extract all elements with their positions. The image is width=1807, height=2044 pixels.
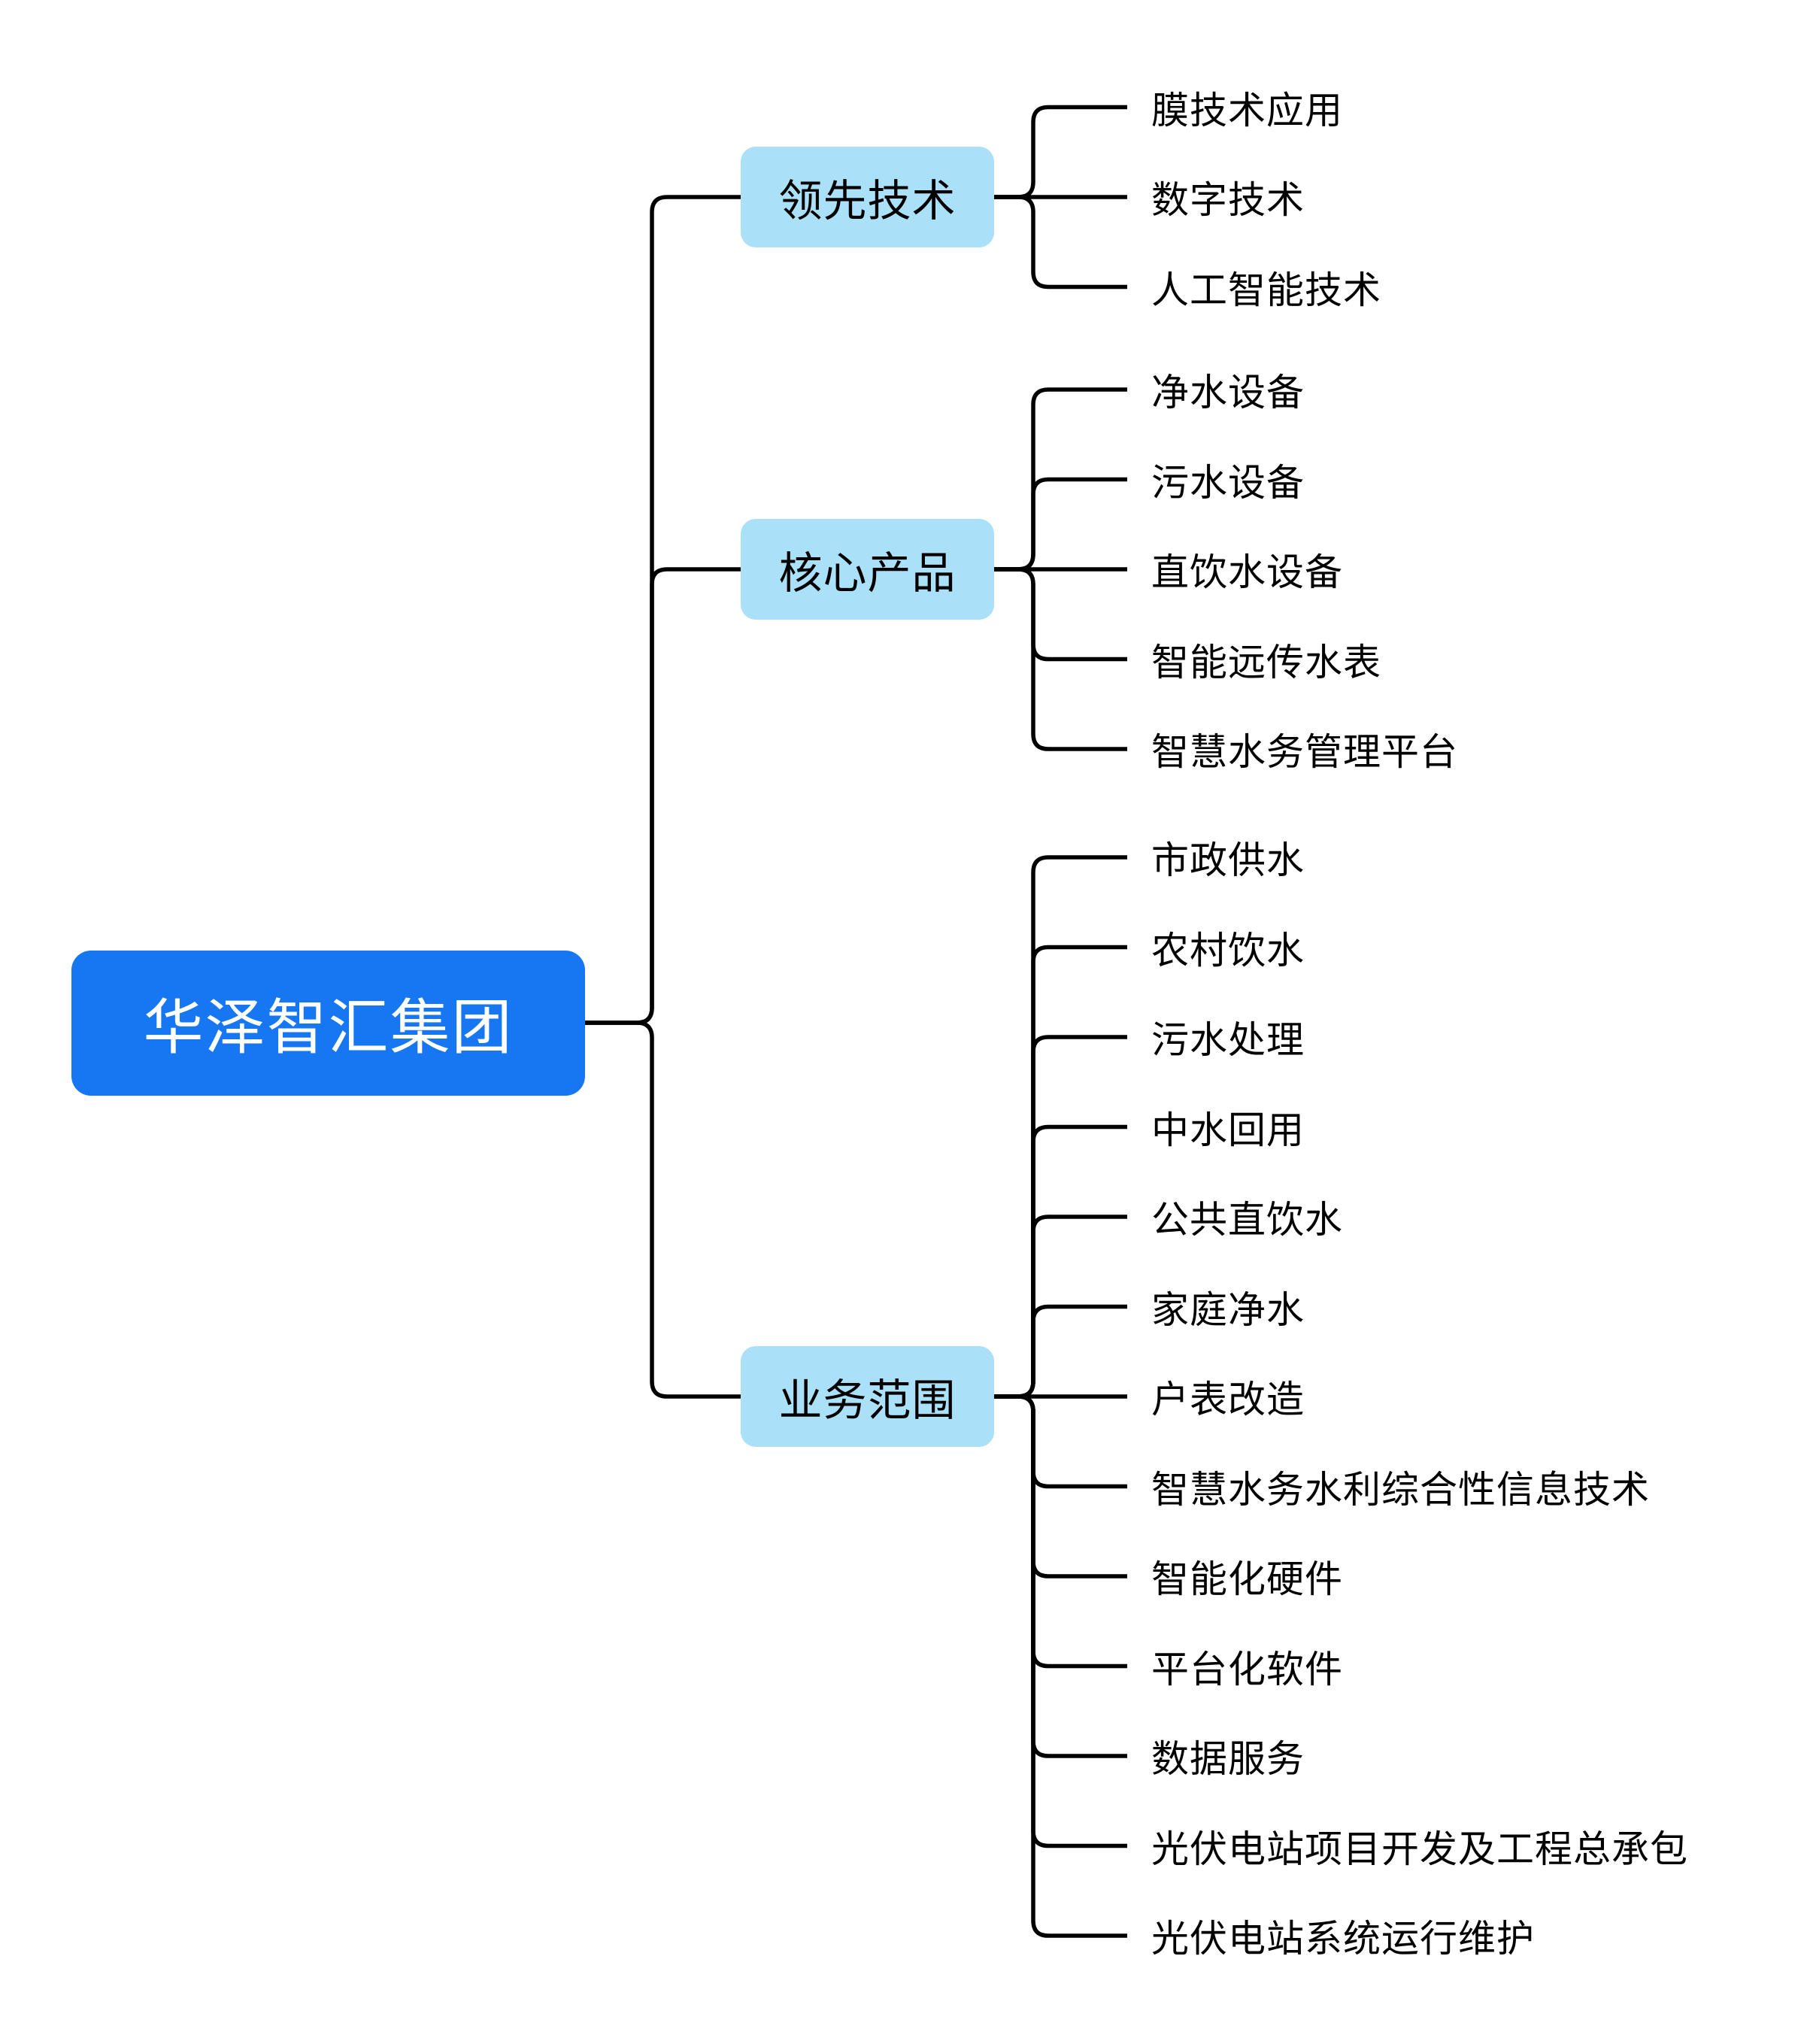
leaf-node[interactable]: 家庭净水	[1151, 1280, 1305, 1334]
leaf-node[interactable]: 数据服务	[1151, 1729, 1305, 1783]
leaf-node[interactable]: 直饮水设备	[1151, 542, 1343, 596]
leaf-node[interactable]: 智慧水务管理平台	[1151, 722, 1458, 776]
leaf-node-label: 人工智能技术	[1151, 268, 1381, 311]
connector-path	[992, 1394, 1127, 1489]
leaf-node-label: 智能化硬件	[1151, 1558, 1343, 1600]
connector-path	[583, 195, 743, 1025]
root-node[interactable]: 华泽智汇集团	[71, 950, 585, 1096]
leaf-node-label: 中水回用	[1151, 1108, 1305, 1151]
leaf-node[interactable]: 人工智能技术	[1151, 260, 1381, 314]
leaf-node[interactable]: 光伏电站系统运行维护	[1151, 1909, 1535, 1963]
leaf-node-label: 膜技术应用	[1151, 89, 1343, 132]
leaf-node[interactable]: 公共直饮水	[1151, 1190, 1343, 1244]
leaf-node-label: 净水设备	[1151, 371, 1305, 414]
branch-node-label: 核心产品	[778, 549, 957, 598]
leaf-node-label: 户表改造	[1151, 1378, 1305, 1421]
leaf-node[interactable]: 光伏电站项目开发及工程总承包	[1151, 1819, 1688, 1873]
connector-path	[992, 567, 1127, 751]
leaf-node-label: 平台化软件	[1151, 1648, 1343, 1691]
connector-path	[992, 105, 1127, 199]
connector-path	[992, 1304, 1127, 1399]
leaf-node[interactable]: 智能远传水表	[1151, 632, 1381, 687]
leaf-node-label: 公共直饮水	[1151, 1199, 1343, 1241]
leaf-node-label: 数据服务	[1151, 1738, 1305, 1780]
leaf-node-label: 智能远传水表	[1151, 641, 1381, 684]
leaf-node-label: 污水处理	[1151, 1019, 1305, 1061]
leaf-node[interactable]: 智能化硬件	[1151, 1549, 1343, 1603]
root-node-label: 华泽智汇集团	[143, 994, 514, 1061]
leaf-node[interactable]: 数字技术	[1151, 170, 1305, 224]
leaf-node[interactable]: 智慧水务水利综合性信息技术	[1151, 1460, 1650, 1514]
connector-path	[583, 1020, 743, 1399]
connector-path	[992, 1394, 1127, 1848]
branch-node-label: 领先技术	[778, 177, 957, 226]
leaf-node-label: 市政供水	[1151, 839, 1305, 881]
leaf-node[interactable]: 农村饮水	[1151, 920, 1305, 975]
connector-path	[992, 945, 1127, 1399]
branch-node[interactable]: 核心产品	[741, 519, 994, 620]
connector-path	[583, 567, 743, 1025]
leaf-node-label: 家庭净水	[1151, 1288, 1305, 1331]
branch-node-label: 业务范围	[778, 1376, 957, 1425]
leaf-node-label: 光伏电站项目开发及工程总承包	[1151, 1827, 1688, 1870]
leaf-node[interactable]: 膜技术应用	[1151, 80, 1343, 135]
connector-path	[992, 1394, 1127, 1938]
leaf-node[interactable]: 中水回用	[1151, 1100, 1305, 1154]
leaf-node-label: 数字技术	[1151, 179, 1305, 221]
branch-node[interactable]: 业务范围	[741, 1346, 994, 1447]
leaf-node-label: 智慧水务管理平台	[1151, 731, 1458, 773]
connector-path	[992, 567, 1127, 662]
connector-path	[992, 1394, 1127, 1669]
leaf-node[interactable]: 污水设备	[1151, 453, 1305, 507]
leaf-node-label: 农村饮水	[1151, 929, 1305, 972]
leaf-node[interactable]: 市政供水	[1151, 830, 1305, 884]
leaf-node[interactable]: 净水设备	[1151, 362, 1305, 417]
leaf-node-label: 智慧水务水利综合性信息技术	[1151, 1468, 1650, 1511]
connector-path	[992, 477, 1127, 572]
leaf-node-label: 污水设备	[1151, 461, 1305, 504]
leaf-node-label: 光伏电站系统运行维护	[1151, 1918, 1535, 1960]
leaf-node[interactable]: 户表改造	[1151, 1369, 1305, 1424]
leaf-node[interactable]: 平台化软件	[1151, 1639, 1343, 1694]
leaf-node-label: 直饮水设备	[1151, 551, 1343, 593]
connector-path	[992, 1124, 1127, 1399]
connector-path	[992, 195, 1127, 290]
leaf-node[interactable]: 污水处理	[1151, 1010, 1305, 1064]
branch-node[interactable]: 领先技术	[741, 147, 994, 247]
